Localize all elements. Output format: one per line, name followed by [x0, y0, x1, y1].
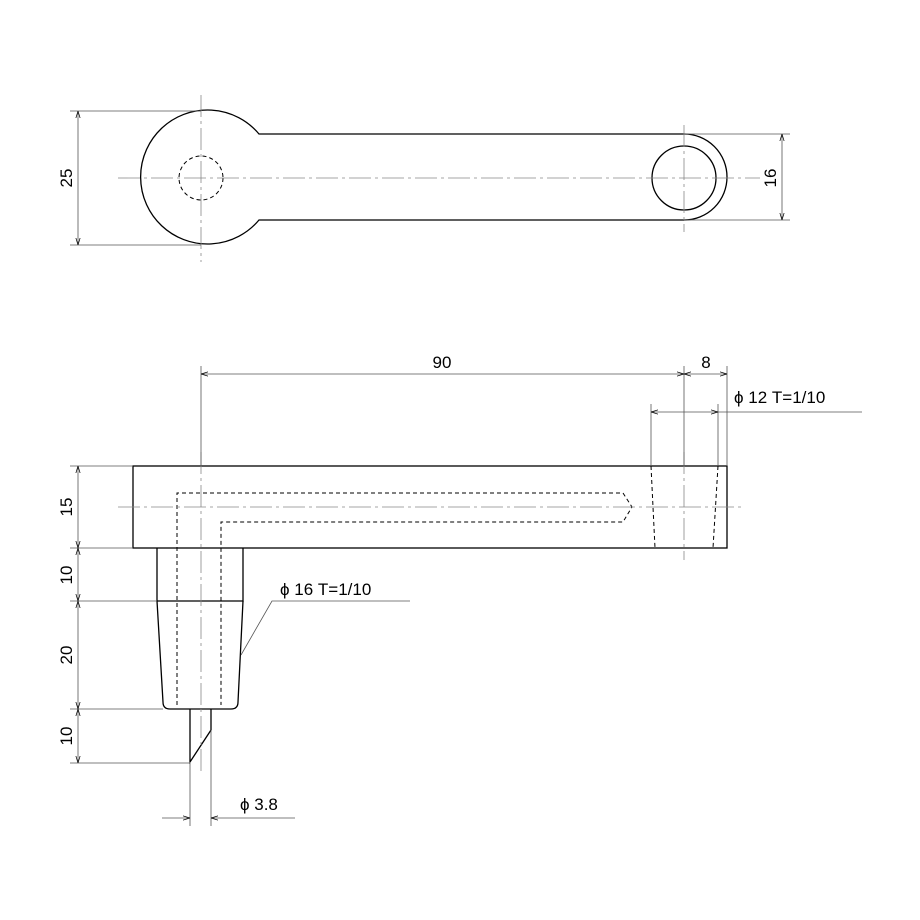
side-view-hidden-passage: [176, 492, 633, 705]
dim-label-25: 25: [57, 169, 76, 188]
top-view-outline: [140, 109, 728, 245]
dim-label-16: 16: [761, 169, 780, 188]
top-view: 25 16: [57, 95, 790, 262]
note-small-bore: ϕ 12 T=1/10: [734, 388, 825, 407]
side-view-pin: [189, 709, 212, 765]
note-large-bore: ϕ 16 T=1/10: [280, 580, 371, 599]
dim-label-8: 8: [701, 353, 710, 372]
side-view-stem-upper: [156, 548, 244, 602]
side-view-stem-taper: [156, 600, 244, 710]
dim-label-20: 20: [57, 646, 76, 665]
dim-label-90: 90: [433, 353, 452, 372]
dim-label-15: 15: [57, 498, 76, 517]
dim-label-10-lower: 10: [57, 727, 76, 746]
dim-label-10-upper: 10: [57, 566, 76, 585]
leader-large-bore: [240, 600, 410, 656]
dim-label-tip: ϕ 3.8: [240, 795, 278, 814]
side-view: 90 8 ϕ 12 T=1/10 ϕ 16 T=1/10 15 10 20 10…: [57, 353, 862, 826]
